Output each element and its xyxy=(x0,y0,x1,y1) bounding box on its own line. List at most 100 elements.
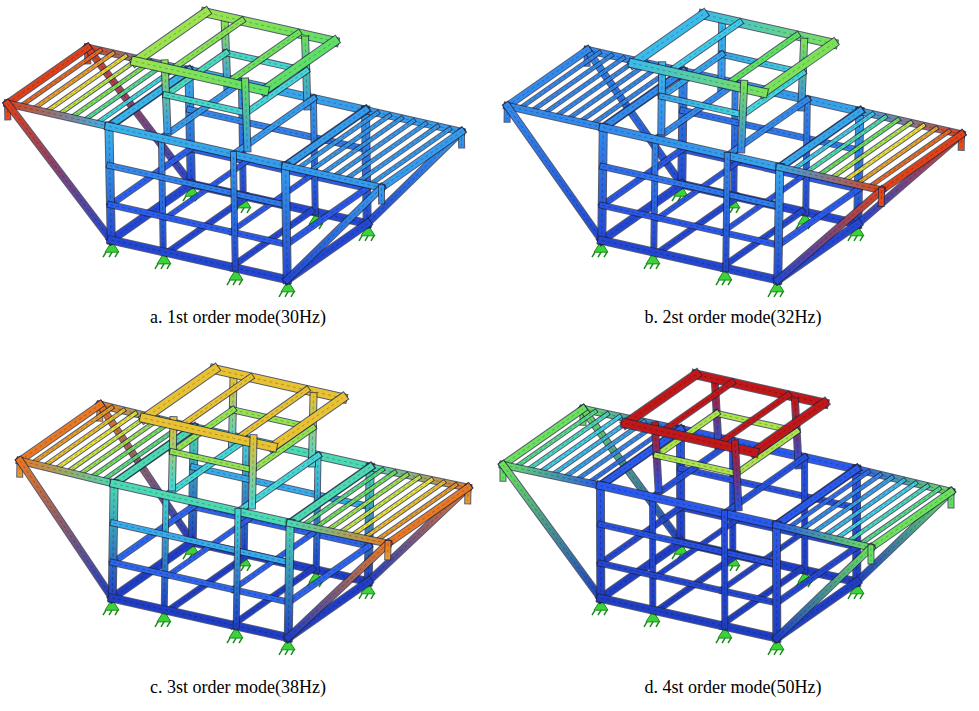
mesh-lines xyxy=(662,96,743,114)
frame-beam xyxy=(385,544,390,557)
mesh-lines xyxy=(602,205,778,245)
mesh-lines xyxy=(46,56,126,112)
beam-outline xyxy=(778,190,882,280)
beam-outline xyxy=(669,23,739,72)
beam-outline xyxy=(252,438,254,505)
mesh-lines xyxy=(776,525,777,638)
beam-outline xyxy=(7,48,87,104)
support-hatch xyxy=(285,650,288,655)
frame-beam xyxy=(792,114,872,170)
frame-beam xyxy=(181,377,251,426)
support-hatch xyxy=(155,264,158,269)
mode-shape-figure xyxy=(7,12,461,296)
support-hatch xyxy=(780,650,783,655)
beam-outline xyxy=(111,205,287,245)
mesh-lines xyxy=(192,428,194,542)
support-hatch xyxy=(650,264,653,269)
frame-beam xyxy=(677,430,684,543)
frame-beam xyxy=(112,484,114,598)
frame-beam xyxy=(722,513,727,626)
frame-beam xyxy=(601,524,777,564)
beam-outline xyxy=(703,14,833,43)
beam-outline xyxy=(507,106,601,240)
beam-outline xyxy=(245,82,247,149)
mesh-lines xyxy=(603,166,779,206)
mesh-lines xyxy=(754,403,824,452)
beam-outline xyxy=(657,455,737,473)
support-hatch xyxy=(109,610,112,615)
frame-beam xyxy=(682,72,684,185)
frame-beam xyxy=(381,132,461,188)
mode-shape-figure xyxy=(503,375,951,655)
frame-beam xyxy=(236,512,238,626)
mesh-lines xyxy=(172,21,242,70)
mesh-lines xyxy=(113,523,289,563)
mesh-lines xyxy=(805,117,885,173)
mesh-lines xyxy=(818,120,898,176)
beam-outline xyxy=(735,443,739,507)
frame-beam xyxy=(285,166,287,280)
frame-beam xyxy=(20,461,112,598)
mesh-lines xyxy=(654,139,656,252)
figure-caption: a. 1st order mode(30Hz) xyxy=(150,307,326,329)
beam-outline xyxy=(601,524,777,564)
support-hatch xyxy=(167,264,170,269)
beam-outline xyxy=(602,128,604,241)
frame-beam xyxy=(233,154,235,268)
beam-outline xyxy=(206,12,335,41)
mesh-lines xyxy=(114,484,290,524)
support-hatch xyxy=(115,610,118,615)
support-hatch xyxy=(728,638,731,643)
frame-beam xyxy=(734,83,736,196)
support-hatch xyxy=(774,650,777,655)
mesh-lines xyxy=(780,167,882,190)
support-hatch xyxy=(854,594,857,599)
mesh-lines xyxy=(252,438,254,505)
mesh-lines xyxy=(33,53,113,109)
support-hatch xyxy=(103,610,106,615)
frame-beam xyxy=(806,100,808,213)
support-hatch xyxy=(592,610,595,615)
beam-outline xyxy=(112,598,288,638)
mesh-lines xyxy=(381,188,382,201)
mesh-lines xyxy=(233,154,235,268)
frame-beam xyxy=(189,70,191,184)
mesh-lines xyxy=(111,205,287,245)
mesh-lines xyxy=(780,111,860,167)
frame-beam xyxy=(503,465,601,598)
frame-beam xyxy=(507,106,601,240)
beam-outline xyxy=(111,240,287,280)
beam-outline xyxy=(871,492,951,548)
support-hatch xyxy=(656,622,659,627)
beam-outline xyxy=(772,525,781,638)
support-hatch xyxy=(604,252,607,257)
frame-beam xyxy=(805,117,885,173)
frame-beam xyxy=(109,126,111,240)
mesh-lines xyxy=(58,59,138,115)
frame-beam xyxy=(871,492,951,548)
beam-outline xyxy=(110,166,286,206)
frame-beam xyxy=(273,398,343,447)
beam-outline xyxy=(290,523,388,543)
frame-beam xyxy=(113,523,289,563)
mesh-lines xyxy=(111,240,287,280)
mesh-lines xyxy=(657,455,737,473)
frame-beam xyxy=(778,190,882,280)
frame-beam xyxy=(288,544,388,638)
beam-outline xyxy=(654,139,656,252)
beam-outline xyxy=(792,114,872,170)
mesh-lines xyxy=(882,134,962,190)
beam-outline xyxy=(662,383,732,432)
frame-beam xyxy=(778,167,780,280)
mesh-lines xyxy=(724,513,725,626)
mesh-lines xyxy=(166,95,246,113)
beam-outline xyxy=(776,525,871,548)
support-hatch xyxy=(716,280,719,285)
beam-outline xyxy=(114,484,290,524)
support-hatch xyxy=(291,650,294,655)
mesh-lines xyxy=(831,123,911,179)
frame-beam xyxy=(603,166,779,206)
beam-outline xyxy=(20,50,100,106)
support-hatch xyxy=(650,622,653,627)
